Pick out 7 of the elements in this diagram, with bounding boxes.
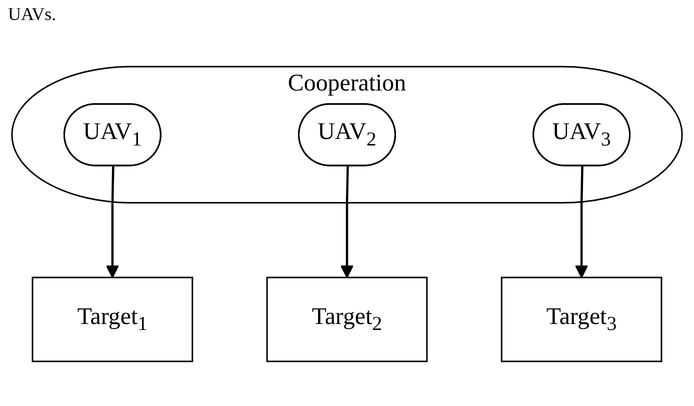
- node-box: Target$_{2}$: [266, 276, 428, 362]
- arrow: [340, 166, 354, 278]
- node-box: Target$_{3}$: [500, 276, 662, 362]
- arrow: [574, 166, 588, 278]
- node-box: Target$_{1}$: [32, 276, 194, 362]
- arrow: [106, 166, 120, 278]
- note-text: UAVs.: [8, 4, 56, 24]
